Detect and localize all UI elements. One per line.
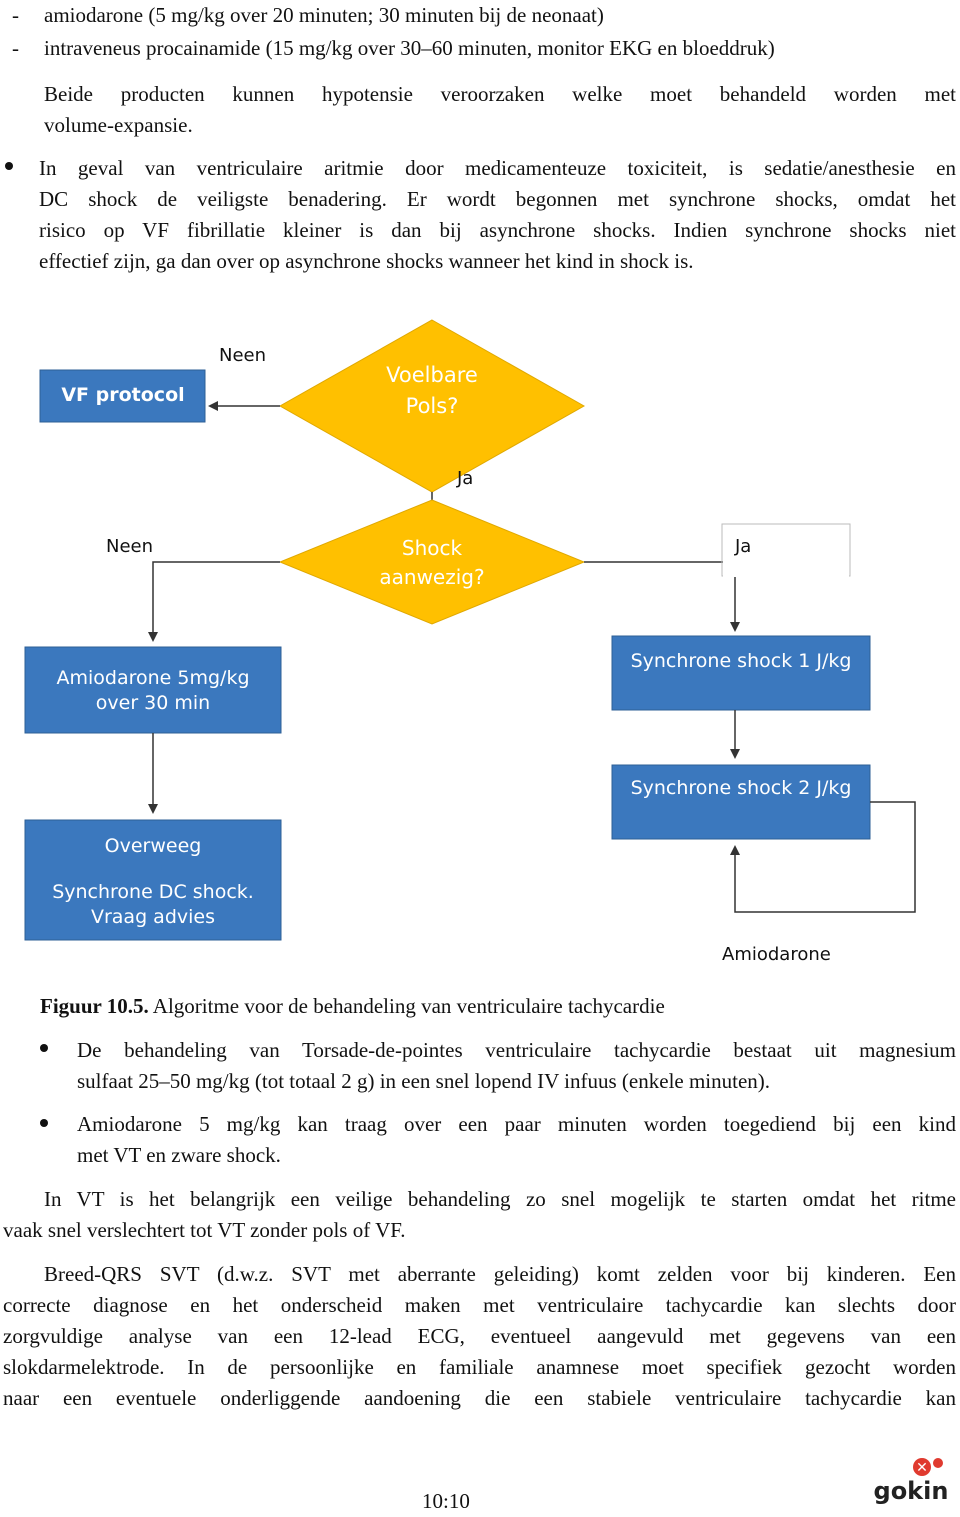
paragraph-line: naar een eventuele onderliggende aandoen… [3,1386,956,1410]
box-label: Overweeg [105,835,202,857]
box-label: over 30 min [96,692,210,714]
box-label: Vraag advies [91,906,215,928]
connector [584,561,740,632]
bullet-text-line: DC shock de veiligste benadering. Er wor… [39,187,956,211]
bullet-text-line: sulfaat 25–50 mg/kg (tot totaal 2 g) in … [77,1069,771,1093]
vf-protocol-box [39,369,206,423]
bullet-text-line: In geval van ventriculaire aritmie door … [39,156,956,180]
decision-label: Pols? [406,394,459,418]
bullet-text-line: met VT en zware shock. [77,1143,281,1167]
bullet-icon [5,162,13,170]
connector [148,561,280,642]
amiodarone-box [24,646,282,734]
box-label: Synchrone DC shock. [52,881,254,903]
figure-number: Figuur 10.5. [40,994,149,1018]
paragraph-line: vaak snel verslechtert tot VT zonder pol… [3,1218,406,1242]
decision-label: aanwezig? [379,565,484,589]
loop-label: Amiodarone [722,944,831,965]
paragraph-line: zorgvuldige analyse van een 12-lead ECG,… [3,1324,956,1348]
edge-label-ja: Ja [734,536,751,557]
edge-label-neen: Neen [219,345,266,366]
gokin-logo: ✕ gokin [874,1458,949,1505]
decision-label: Voelbare [386,363,478,387]
page-number: 10:10 [422,1489,470,1513]
intro-line-2: intraveneus procainamide (15 mg/kg over … [44,36,775,60]
loop-connector [730,801,916,913]
bullet-text-line: risico op VF fibrillatie kleiner is dan … [39,218,956,242]
intro-line-4: volume-expansie. [44,113,193,137]
edge-label-ja: Ja [456,468,473,489]
paragraph-line: Breed-QRS SVT (d.w.z. SVT met aberrante … [44,1262,956,1286]
box-label: VF protocol [61,384,184,406]
bullet-icon [40,1119,48,1127]
svg-text:✕: ✕ [916,1460,928,1476]
dash-marker: - [12,3,19,27]
logo-text: gokin [874,1477,949,1505]
paragraph-line: slokdarmelektrode. In de persoonlijke en… [3,1355,956,1379]
box-label: Amiodarone 5mg/kg [56,667,249,689]
bullet-icon [40,1044,48,1052]
overweeg-box [24,819,282,941]
dash-marker: - [12,36,19,60]
figure-caption: Figuur 10.5. Algoritme voor de behandeli… [40,991,665,1022]
intro-line-3: Beide producten kunnen hypotensie veroor… [44,82,956,106]
bullet-text-line: De behandeling van Torsade-de-pointes ve… [77,1038,956,1062]
synchrone-shock-1-box [611,635,871,711]
bullet-text-line: effectief zijn, ga dan over op asynchron… [39,249,694,273]
box-label: Synchrone shock 2 J/kg [631,777,852,799]
bullet-text-line: Amiodarone 5 mg/kg kan traag over een pa… [77,1112,956,1136]
edge-label-neen: Neen [106,536,153,557]
decision-label: Shock [402,536,463,560]
flowchart: Voelbare Pols? Neen VF protocol Ja Shock… [24,319,916,965]
paragraph-line: In VT is het belangrijk een veilige beha… [44,1187,956,1211]
box-label: Synchrone shock 1 J/kg [631,650,852,672]
paragraph-line: correcte diagnose en het onderscheid mak… [3,1293,956,1317]
synchrone-shock-2-box [611,764,871,840]
intro-line-1: amiodarone (5 mg/kg over 20 minuten; 30 … [44,3,604,27]
decision-shock-aanwezig [278,499,586,625]
figure-title: Algoritme voor de behandeling van ventri… [148,994,665,1018]
